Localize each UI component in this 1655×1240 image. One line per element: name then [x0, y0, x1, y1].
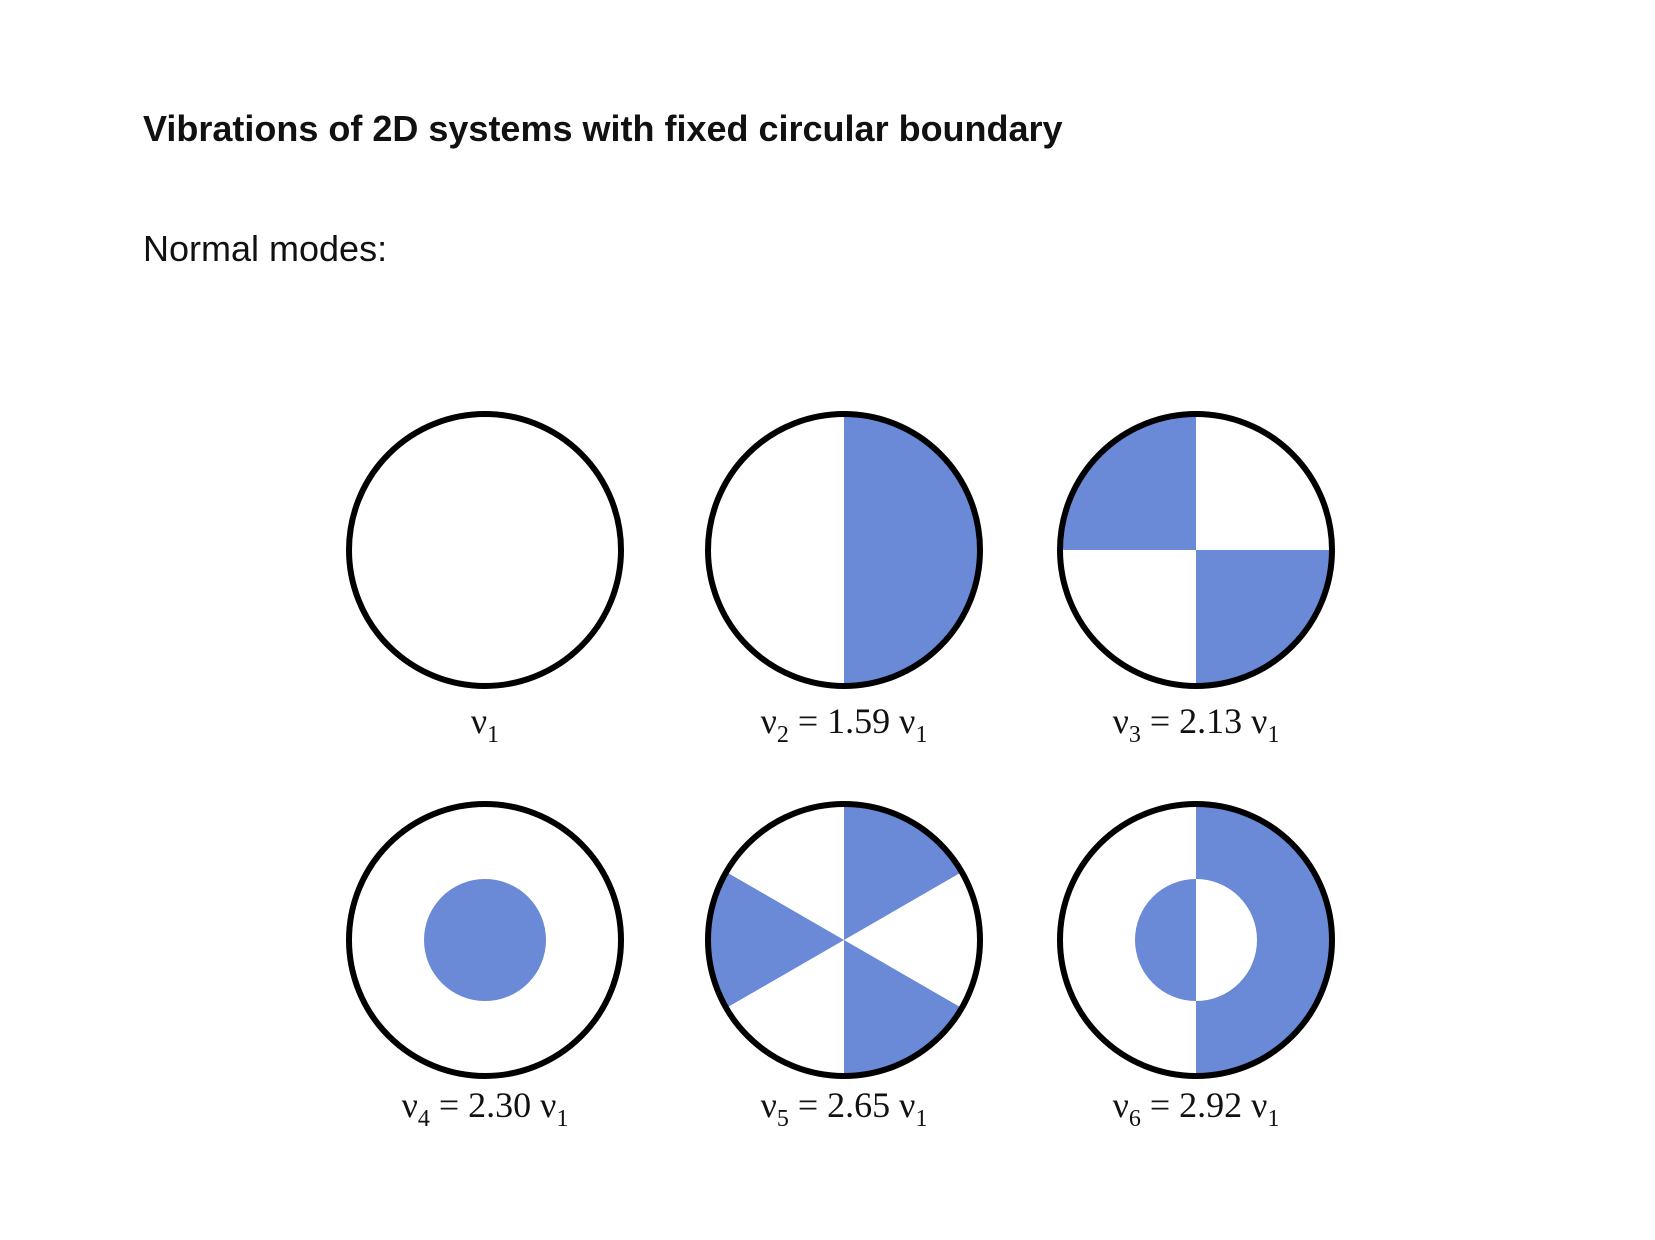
mode-5: ν5 = 2.65 ν1: [705, 801, 983, 1132]
mode-1-outline: [346, 411, 624, 689]
mode-2-antinode-region: [844, 414, 980, 686]
mode-5-antinode-left: [707, 872, 844, 1008]
mode-6: ν6 = 2.92 ν1: [1057, 801, 1335, 1132]
mode-2: ν2 = 1.59 ν1: [705, 411, 983, 748]
mode-3-label: ν3 = 2.13 ν1: [1113, 701, 1280, 748]
mode-5-label: ν5 = 2.65 ν1: [761, 1085, 928, 1132]
mode-4-label: ν4 = 2.30 ν1: [402, 1085, 569, 1132]
mode-6-outline: [1057, 801, 1335, 1079]
mode-4-antinode-disc: [424, 879, 546, 1001]
mode-4: ν4 = 2.30 ν1: [346, 801, 624, 1132]
mode-2-label: ν2 = 1.59 ν1: [761, 701, 928, 748]
mode-3-outline: [1057, 411, 1335, 689]
mode-5-outline: [705, 801, 983, 1079]
mode-3: ν3 = 2.13 ν1: [1057, 411, 1335, 748]
mode-1-label: ν1: [471, 701, 499, 748]
mode-6-antinode-inner-left: [1135, 879, 1196, 1001]
mode-3-antinode-top-left: [1060, 414, 1196, 550]
section-subtitle: Normal modes:: [143, 228, 388, 269]
mode-6-antinode-outer-right: [1196, 804, 1332, 1076]
mode-2-outline: [705, 411, 983, 689]
mode-1: ν1: [346, 411, 624, 748]
mode-6-label: ν6 = 2.92 ν1: [1113, 1085, 1280, 1132]
mode-3-antinode-bottom-right: [1196, 550, 1332, 686]
page-title: Vibrations of 2D systems with fixed circ…: [143, 108, 1063, 149]
mode-4-outline: [346, 801, 624, 1079]
